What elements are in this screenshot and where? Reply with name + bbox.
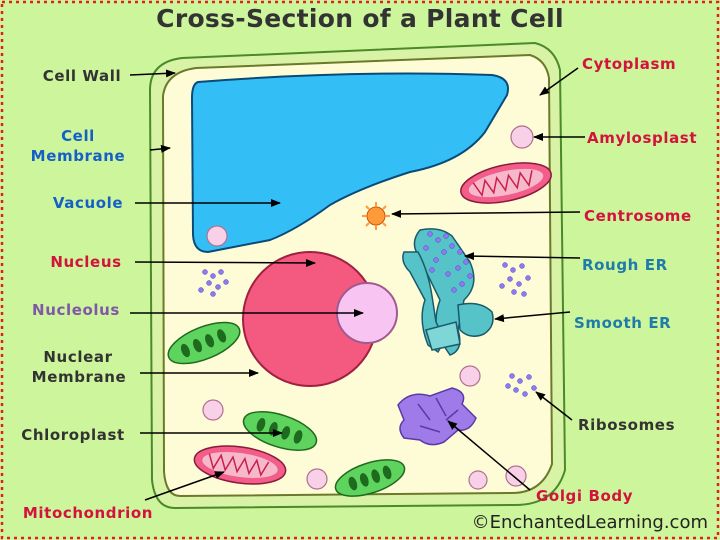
label-ribosomes: Ribosomes <box>578 416 676 434</box>
label-vacuole: Vacuole <box>52 194 124 212</box>
label-golgi-body: Golgi Body <box>536 487 634 505</box>
label-cell-membrane-line2: Membrane <box>30 147 126 165</box>
credit-text: ©EnchantedLearning.com <box>471 512 708 533</box>
mitochondria <box>193 162 552 485</box>
pointer-arrows <box>129 67 585 501</box>
centrosome <box>362 202 390 230</box>
label-cytoplasm: Cytoplasm <box>582 55 677 73</box>
label-nucleus: Nucleus <box>50 253 122 271</box>
ribosome-clusters <box>198 262 537 397</box>
label-chloroplast: Chloroplast <box>21 426 125 444</box>
label-centrosome: Centrosome <box>584 207 692 225</box>
diagram-title: Cross-Section of a Plant Cell <box>156 4 564 33</box>
vacuole <box>190 72 509 254</box>
rough-er <box>402 228 494 356</box>
golgi-body <box>397 387 477 446</box>
golgi-cisternae <box>417 397 459 433</box>
label-rough-er: Rough ER <box>582 256 668 274</box>
label-nuclear-membrane-line1: Nuclear <box>43 348 113 366</box>
label-amylosplast: Amylosplast <box>587 129 698 147</box>
label-mitochondrion: Mitochondrion <box>22 504 154 522</box>
chloroplasts <box>167 321 406 497</box>
label-nucleolus: Nucleolus <box>32 301 120 319</box>
label-cell-membrane-line1: Cell <box>61 127 95 145</box>
label-nuclear-membrane-line2: Membrane <box>31 368 127 386</box>
label-smooth-er: Smooth ER <box>574 314 672 332</box>
amyloplasts <box>202 125 534 490</box>
label-cell-wall: Cell Wall <box>42 67 122 85</box>
